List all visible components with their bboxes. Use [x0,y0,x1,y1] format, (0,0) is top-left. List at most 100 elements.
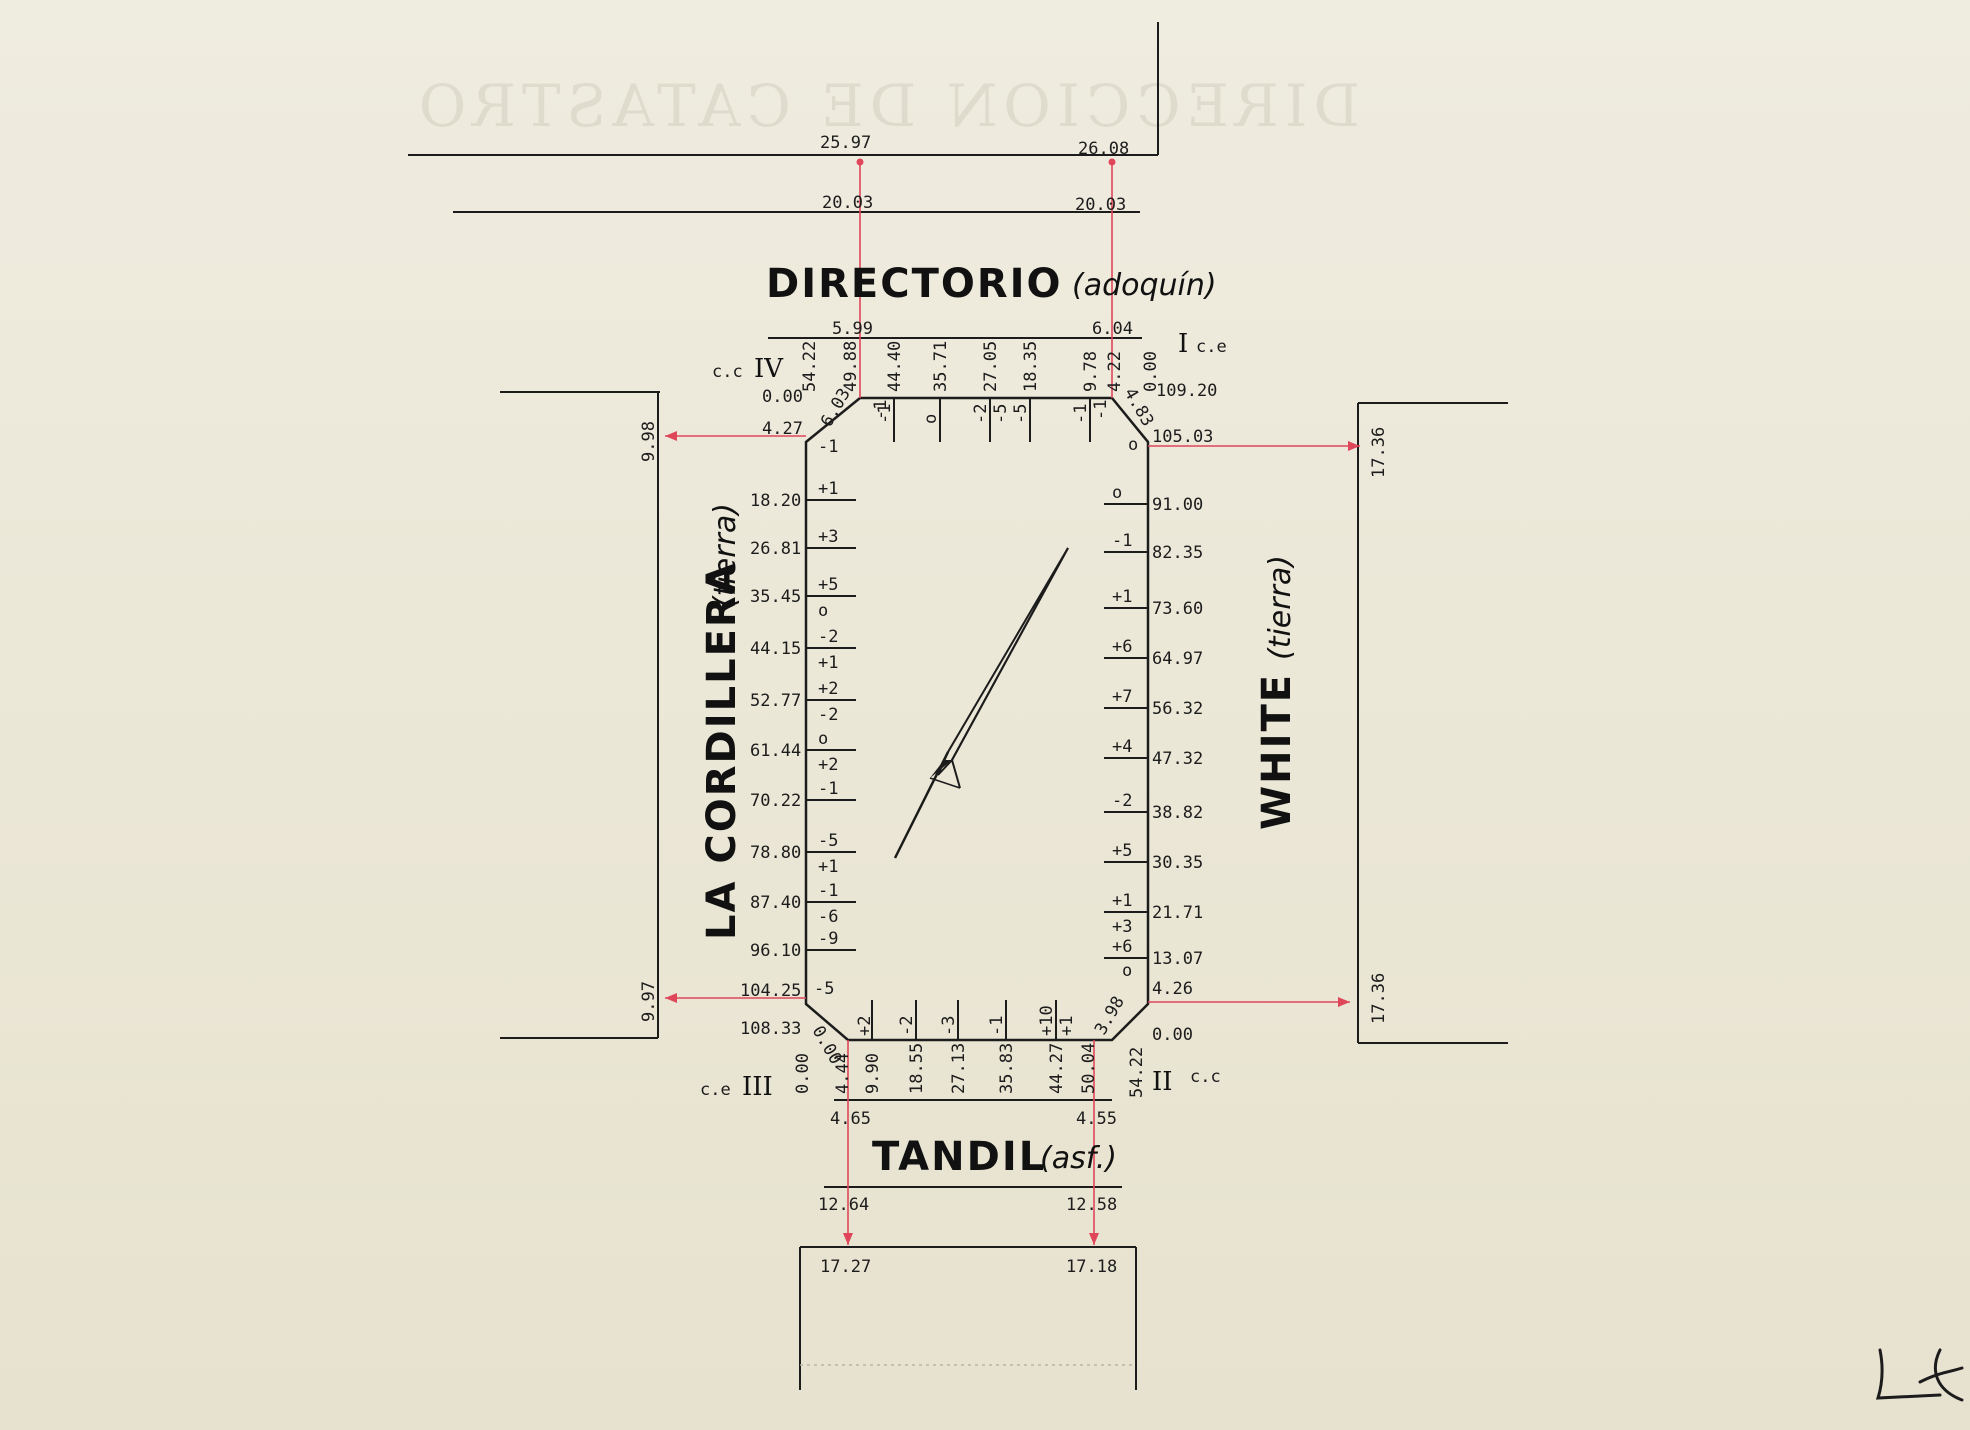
north-tick-prog: 44.40 [885,341,905,392]
south-tick-level: +1 [1057,1016,1077,1036]
south-tick-prog: 35.83 [997,1043,1017,1094]
north-tick-prog: 9.78 [1081,351,1101,392]
north-tick-level: o [921,414,941,424]
east-tick-level: +1 [1112,587,1132,607]
west-ticks: 18.20+126.81+335.45+5o44.15-2+152.77+2-2… [750,479,856,961]
east-tick-level: +3 [1112,917,1132,937]
south-left-prog: 0.00 [793,1053,813,1094]
block-outline [804,396,1150,1042]
north-left-corner: 49.88 [841,341,861,392]
west-tick-prog: 78.80 [750,843,801,863]
east-tick-prog: 56.32 [1152,699,1203,719]
west-tick-prog: 18.20 [750,491,801,511]
top-far-left: 25.97 [820,133,871,153]
west-tick-level: +3 [818,527,838,547]
corner-iii-code: c.e [700,1080,731,1100]
east-top-offset: 17.36 [1369,427,1389,478]
street-surface-south: (asf.) [1040,1141,1117,1176]
street-surface-west: (tierra) [708,503,743,608]
corner-ii-code: c.c [1190,1067,1221,1087]
street-surface-north: (adoquín) [1072,268,1217,303]
north-tick-level: -1 [1071,404,1091,424]
east-bottom-corner: 4.26 [1152,979,1193,999]
west-top-offset: 9.98 [639,421,659,462]
south-tick-level: -1 [987,1016,1007,1036]
west-bottom-offset: 9.97 [639,981,659,1022]
west-tick-level: -6 [818,907,838,927]
west-tick-prog: 26.81 [750,539,801,559]
west-tick-level: +1 [818,857,838,877]
top-near-left: 5.99 [832,319,873,339]
west-tick-prog: 52.77 [750,691,801,711]
west-tick-level: -5 [818,831,838,851]
east-tick-level: +7 [1112,687,1132,707]
street-name-south: TANDIL [872,1134,1046,1180]
top-far-right: 26.08 [1078,139,1129,159]
bottom-mid-left: 12.64 [818,1195,869,1215]
east-tick-level: o [1112,483,1122,503]
east-corner-bottom-level: o [1122,961,1132,981]
west-tick-level: +1 [818,653,838,673]
east-tick-prog: 91.00 [1152,495,1203,515]
corner-iv-code: c.c [712,362,743,382]
east-tick-level: -1 [1112,531,1132,551]
west-tick-level: +2 [818,679,838,699]
south-left-corner: 4.44 [833,1053,853,1094]
east-chamfer-bottom: 3.98 [1091,993,1129,1038]
corner-ii-numeral: II [1152,1067,1173,1097]
corner-i-code: c.e [1196,337,1227,357]
west-tick-level: -2 [818,627,838,647]
east-top-prog: 109.20 [1156,381,1217,401]
street-surface-east: (tierra) [1263,555,1298,660]
bottom-near-left: 4.65 [830,1109,871,1129]
south-right-prog: 54.22 [1127,1047,1147,1098]
north-left-prog: 54.22 [800,341,820,392]
north-arrow-icon [893,547,1069,859]
bottom-far-left: 17.27 [820,1257,871,1277]
east-tick-prog: 64.97 [1152,649,1203,669]
dimension-lines [665,158,1360,1245]
south-tick-level: -2 [897,1016,917,1036]
west-tick-level: o [818,601,828,621]
east-tick-prog: 47.32 [1152,749,1203,769]
west-tick-prog: 87.40 [750,893,801,913]
north-tick-prog: 35.71 [931,341,951,392]
west-bottom-prog: 108.33 [740,1019,801,1039]
east-corner-top-level: o [1128,435,1138,455]
west-tick-level: -9 [818,929,838,949]
top-mid-left: 20.03 [822,193,873,213]
corner-i-numeral: I [1178,329,1188,359]
south-right-corner: 50.04 [1079,1043,1099,1094]
west-tick-prog: 70.22 [750,791,801,811]
south-left-corner-level: +2 [855,1016,875,1036]
west-tick-level: +1 [818,479,838,499]
west-tick-prog: 61.44 [750,741,801,761]
west-top-prog: 0.00 [762,387,803,407]
east-tick-level: +6 [1112,637,1132,657]
south-tick-prog: 27.13 [949,1043,969,1094]
north-tick-prog: 18.35 [1021,341,1041,392]
east-tick-prog: 73.60 [1152,599,1203,619]
east-tick-prog: 21.71 [1152,903,1203,923]
north-right-corner-level: -1 [1091,400,1111,420]
street-name-north: DIRECTORIO [766,261,1063,307]
south-tick-level: -3 [939,1016,959,1036]
west-tick-prog: 96.10 [750,941,801,961]
south-tick-prog: 18.55 [907,1043,927,1094]
west-tick-level: +2 [818,755,838,775]
street-name-east: WHITE [1254,673,1300,830]
east-tick-level: -2 [1112,791,1132,811]
west-tick-prog: 44.15 [750,639,801,659]
corner-iii-numeral: III [742,1072,773,1102]
north-left-corner-level: -1 [871,400,891,420]
south-tick-prog: 44.27 [1047,1043,1067,1094]
corner-iv-numeral: IV [754,354,784,384]
north-tick-level: -1 [875,404,895,424]
north-right-prog: 0.00 [1141,351,1161,392]
west-tick-level: -1 [818,881,838,901]
top-near-right: 6.04 [1092,319,1133,339]
west-tick-level: -1 [818,779,838,799]
